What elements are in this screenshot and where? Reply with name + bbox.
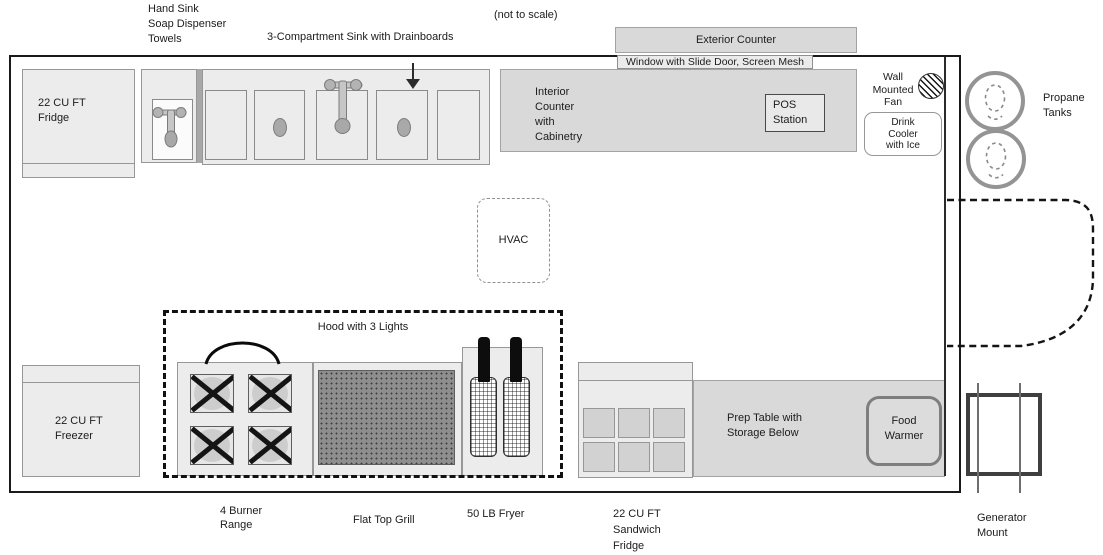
drainboard-right (437, 90, 480, 160)
sandwich-pan-4 (583, 442, 615, 472)
sandwich-pan-1 (583, 408, 615, 438)
fryer-handle-2 (510, 337, 522, 382)
food-warmer-label-line2: Warmer (884, 430, 924, 442)
exterior-counter-label: Exterior Counter (695, 34, 777, 46)
sandwich-fridge-annotation-line3: Fridge (613, 540, 645, 552)
wall-fan-label: Wall Mounted Fan (858, 71, 928, 109)
hvac-label: HVAC (498, 234, 529, 246)
sandwich-fridge-annotation-line1: 22 CU FT (613, 508, 661, 520)
sandwich-pan-2 (618, 408, 650, 438)
hvac-unit: HVAC (477, 198, 550, 283)
drink-cooler-label-line2: Cooler (888, 128, 918, 140)
freezer-lid-line (22, 382, 140, 383)
drink-cooler-label-line1: Drink (891, 117, 915, 128)
wall-fan-label-line1: Wall (882, 71, 904, 83)
burner-range-annotation-line2: Range (220, 519, 253, 531)
fryer-annotation: 50 LB Fryer (467, 508, 525, 520)
wall-fan-label-line2: Mounted (872, 83, 914, 96)
generator-rail-1 (977, 383, 979, 493)
fridge (22, 69, 135, 178)
fridge-label: 22 CU FT Fridge (38, 96, 86, 126)
prep-table-label: Prep Table with Storage Below (727, 411, 802, 440)
interior-counter-label-line4: Cabinetry (535, 131, 583, 143)
pos-station: POS Station (765, 94, 825, 132)
burner-range-annotation: 4 Burner Range (220, 504, 262, 532)
sandwich-fridge-annotation-line2: Sandwich (613, 524, 661, 536)
interior-counter-label-line2: Counter (535, 101, 575, 113)
comp-sink-annotation: 3-Compartment Sink with Drainboards (267, 31, 454, 43)
interior-wall-line (944, 57, 946, 476)
hand-sink-annotation-line1: Hand Sink (148, 3, 199, 15)
food-warmer-label-line1: Food (891, 415, 917, 427)
propane-label: Propane Tanks (1043, 91, 1085, 120)
burner-4 (248, 426, 292, 465)
exterior-counter: Exterior Counter (615, 27, 857, 53)
fridge-lid-line (22, 163, 135, 164)
freezer (22, 365, 140, 477)
burner-1 (190, 374, 234, 413)
fryer-handle-1 (478, 337, 490, 382)
prep-table-label-line1: Prep Table with (727, 412, 803, 424)
hand-sink-annotation-line2: Soap Dispenser (148, 18, 227, 30)
sink-divider (197, 69, 202, 163)
door-swing-dashed-path (947, 198, 1095, 348)
prep-table-label-line2: Storage Below (727, 426, 799, 439)
sink-compartment-2 (316, 90, 368, 160)
propane-tank-2 (966, 129, 1026, 189)
interior-counter-label: Interior Counter with Cabinetry (535, 85, 582, 145)
propane-tank-1 (965, 71, 1025, 131)
sandwich-pan-6 (653, 442, 685, 472)
sandwich-fridge-annotation: 22 CU FT Sandwich Fridge (613, 506, 661, 554)
burner-range-annotation-line1: 4 Burner (220, 505, 263, 517)
freezer-label-line1: 22 CU FT (55, 415, 103, 427)
freezer-label-line2: Freezer (55, 430, 93, 442)
drain-1 (273, 118, 287, 137)
pos-station-label-line1: POS (773, 99, 797, 111)
wall-fan-label-line3: Fan (883, 96, 903, 108)
flat-top-grill-annotation: Flat Top Grill (353, 514, 415, 526)
fridge-label-line1: 22 CU FT (38, 97, 86, 109)
generator-label-line1: Generator (977, 512, 1027, 524)
freezer-label: 22 CU FT Freezer (55, 414, 103, 444)
drain-3 (397, 118, 411, 137)
propane-label-line2: Tanks (1043, 106, 1072, 119)
generator-label-line2: Mount (977, 527, 1008, 539)
generator-rail-2 (1019, 383, 1021, 493)
sandwich-pan-3 (653, 408, 685, 438)
hand-sink-annotation: Hand Sink Soap Dispenser Towels (148, 2, 226, 47)
hand-sink-basin (152, 99, 193, 160)
fridge-label-line2: Fridge (38, 112, 70, 124)
generator-label: Generator Mount (977, 511, 1027, 541)
serving-window-label: Window with Slide Door, Screen Mesh (626, 56, 804, 68)
pos-station-label-line2: Station (773, 114, 808, 126)
food-warmer: Food Warmer (866, 396, 942, 466)
sandwich-pan-5 (618, 442, 650, 472)
serving-window: Window with Slide Door, Screen Mesh (617, 55, 813, 69)
wall-fan-icon (918, 73, 944, 99)
drink-cooler: Drink Cooler with Ice (864, 112, 942, 156)
drink-cooler-label-line3: with Ice (886, 140, 920, 151)
drainboard-left (205, 90, 247, 160)
hood-outline: Hood with 3 Lights (163, 310, 563, 478)
interior-counter-label-line3: with (535, 116, 555, 128)
burner-2 (248, 374, 292, 413)
sandwich-fridge-top-line (578, 380, 693, 381)
hood-label: Hood with 3 Lights (317, 321, 409, 333)
burner-3 (190, 426, 234, 465)
interior-counter-label-line1: Interior (535, 86, 570, 98)
hand-sink-annotation-line3: Towels (148, 33, 182, 45)
grill-surface (318, 370, 455, 465)
propane-label-line1: Propane (1043, 92, 1085, 104)
scale-note: (not to scale) (494, 9, 558, 21)
